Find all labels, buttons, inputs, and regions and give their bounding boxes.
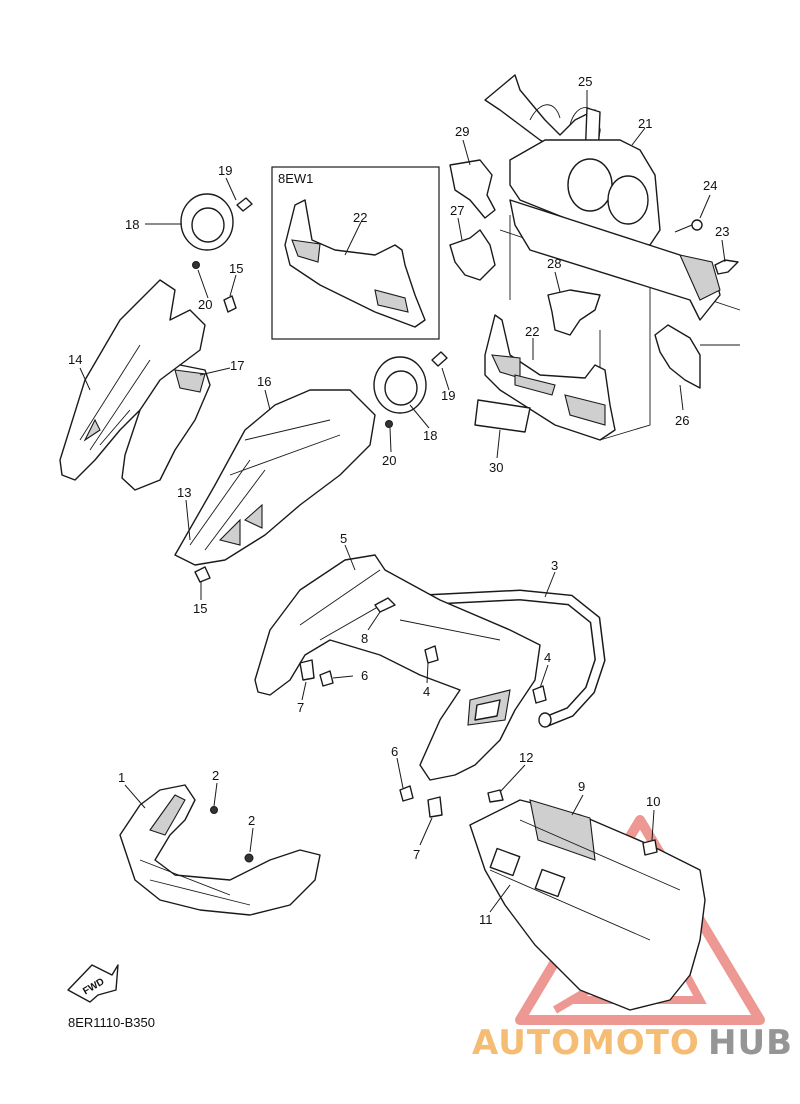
left-side-cowl — [59, 193, 253, 491]
callout-26: 26 — [675, 413, 689, 428]
callout-29: 29 — [455, 124, 469, 139]
callout-18: 18 — [423, 428, 437, 443]
lower-side-panel — [469, 799, 706, 1011]
callout-3: 3 — [551, 558, 558, 573]
inset-code: 8EW1 — [278, 171, 313, 186]
leader-lines — [79, 90, 726, 913]
callout-16: 16 — [257, 374, 271, 389]
callout-15: 15 — [229, 261, 243, 276]
callout-11: 11 — [479, 912, 493, 927]
callout-8: 8 — [361, 631, 368, 646]
meter-bracket-assembly — [449, 74, 741, 441]
watermark-text-part2: HUB — [708, 1023, 793, 1063]
callout-17: 17 — [230, 358, 244, 373]
callout-7: 7 — [413, 847, 420, 862]
callout-19: 19 — [218, 163, 232, 178]
callout-1: 1 — [118, 770, 125, 785]
callout-19: 19 — [441, 388, 455, 403]
callout-13: 13 — [177, 485, 191, 500]
inset-box: 8EW1 — [271, 166, 440, 340]
callout-15: 15 — [193, 601, 207, 616]
callout-12: 12 — [519, 750, 533, 765]
watermark: AUTOMOTO HUB — [472, 1023, 793, 1063]
callout-5: 5 — [340, 531, 347, 546]
callout-21: 21 — [638, 116, 652, 131]
callout-27: 27 — [450, 203, 464, 218]
callout-20: 20 — [382, 453, 396, 468]
fwd-arrow-icon: FWD — [67, 964, 119, 1003]
watermark-text-part1: AUTOMOTO — [472, 1023, 700, 1063]
callout-25: 25 — [578, 74, 592, 89]
callout-23: 23 — [715, 224, 729, 239]
callout-22: 22 — [525, 324, 539, 339]
callout-24: 24 — [703, 178, 717, 193]
callout-30: 30 — [489, 460, 503, 475]
callout-20: 20 — [198, 297, 212, 312]
under-cowl-assembly — [254, 554, 606, 818]
callout-labels: 25 29 21 24 27 23 28 22 22 26 30 19 18 1… — [68, 74, 729, 927]
callout-2: 2 — [248, 813, 255, 828]
drawing-code: 8ER1110-B350 — [68, 1015, 155, 1030]
callout-4: 4 — [423, 684, 430, 699]
callout-14: 14 — [68, 352, 82, 367]
callout-22: 22 — [353, 210, 367, 225]
callout-18: 18 — [125, 217, 139, 232]
callout-6: 6 — [361, 668, 368, 683]
right-side-cowl — [174, 351, 448, 583]
callout-10: 10 — [646, 794, 660, 809]
callout-2: 2 — [212, 768, 219, 783]
callout-7: 7 — [297, 700, 304, 715]
callout-6: 6 — [391, 744, 398, 759]
callout-28: 28 — [547, 256, 561, 271]
callout-9: 9 — [578, 779, 585, 794]
callout-4: 4 — [544, 650, 551, 665]
front-nose-cowl — [119, 784, 321, 916]
